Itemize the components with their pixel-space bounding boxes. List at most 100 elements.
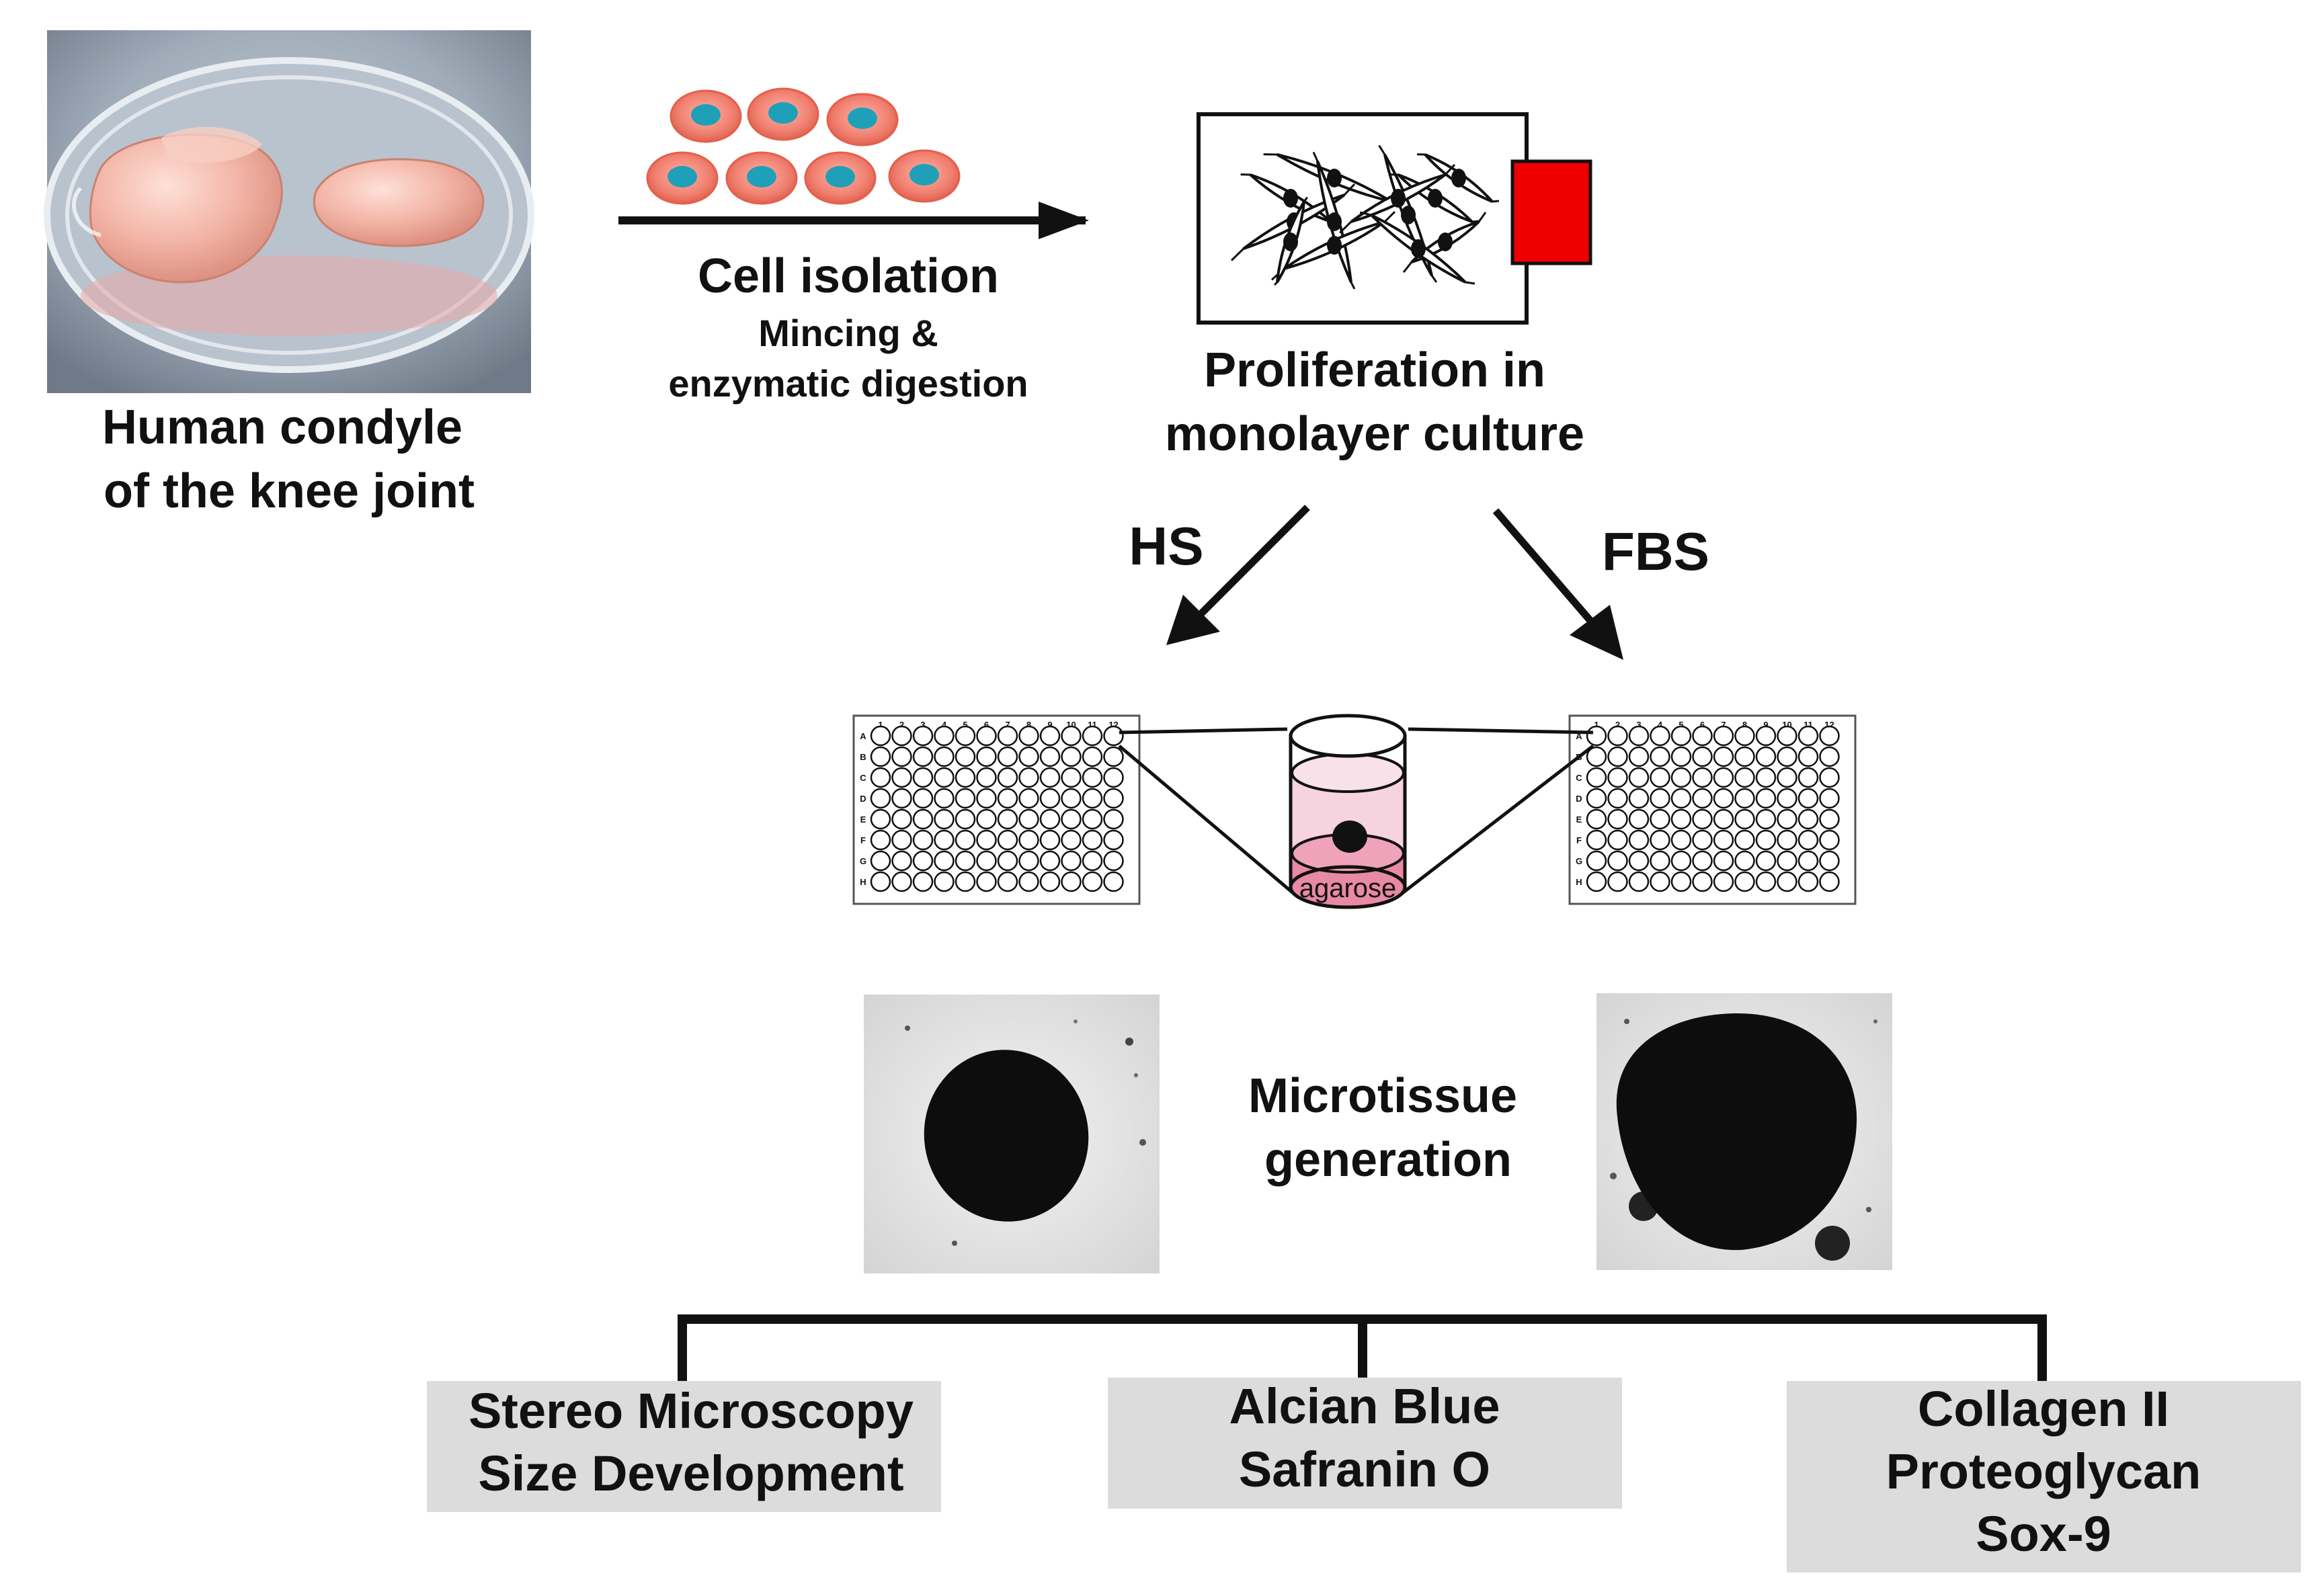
plate-well <box>977 810 996 829</box>
plate-well <box>1609 851 1627 870</box>
fbs-label: FBS <box>1602 521 1709 581</box>
plate-well <box>1104 726 1123 745</box>
plate-well <box>1062 831 1081 849</box>
cell-nucleus <box>667 166 697 187</box>
plate-well <box>935 831 954 849</box>
plate-well <box>1083 747 1102 766</box>
plate-well <box>871 851 890 870</box>
plate-well <box>998 726 1017 745</box>
plate-well <box>1693 789 1712 808</box>
plate-well <box>1693 851 1712 870</box>
plate-well <box>1609 747 1627 766</box>
plate-well <box>1104 872 1123 891</box>
zoom-line-right-bottom <box>1402 746 1593 894</box>
plate-well <box>1609 872 1627 891</box>
plate-well <box>1062 747 1081 766</box>
plate-well <box>1736 831 1754 849</box>
plate-well <box>1651 789 1670 808</box>
plate-well <box>893 872 912 891</box>
plate-well <box>914 789 932 808</box>
plate-well <box>1714 872 1733 891</box>
plate-well <box>1672 872 1691 891</box>
plate-well <box>1083 831 1102 849</box>
cell-nucleus <box>768 102 798 124</box>
plate-well <box>893 726 912 745</box>
plate-well <box>1587 726 1606 745</box>
plate-well <box>935 810 954 829</box>
plate-well <box>956 726 975 745</box>
plate-well <box>914 747 932 766</box>
plate-well <box>1778 726 1797 745</box>
plate-well <box>1587 872 1606 891</box>
plate-well <box>1693 726 1712 745</box>
isolated-cells <box>647 89 959 204</box>
plate-well <box>1104 768 1123 787</box>
plate-well <box>871 747 890 766</box>
fbs-arrow <box>1496 511 1600 632</box>
plate-well <box>1609 768 1627 787</box>
culture-caption-line2: monolayer culture <box>1165 407 1584 461</box>
plate-well <box>893 789 912 808</box>
plate-well <box>977 831 996 849</box>
isolation-subtitle-line1: Mincing & <box>758 312 938 354</box>
plate-well <box>1693 768 1712 787</box>
analysis-stereo-line1: Stereo Microscopy <box>469 1383 914 1439</box>
plate-well <box>1778 810 1797 829</box>
plate-well <box>871 789 890 808</box>
microtissue-spheroid <box>1332 821 1367 853</box>
plate-well <box>1799 872 1818 891</box>
plate-well <box>1651 768 1670 787</box>
plate-well <box>1736 747 1754 766</box>
plate-well <box>1020 872 1039 891</box>
plate-well <box>914 872 932 891</box>
plate-well <box>1587 831 1606 849</box>
photo-caption-line1: Human condyle <box>102 401 462 454</box>
plate-well <box>1020 747 1039 766</box>
plate-well <box>1020 726 1039 745</box>
plate-well <box>1041 872 1059 891</box>
plate-well <box>998 810 1017 829</box>
plate-row-label: A <box>860 731 866 741</box>
zoom-line-left-top <box>1119 729 1287 732</box>
plate-well <box>935 747 954 766</box>
plate-well <box>914 726 932 745</box>
plate-well <box>871 768 890 787</box>
plate-well <box>998 789 1017 808</box>
plate-well <box>1651 851 1670 870</box>
plate-well <box>935 872 954 891</box>
plate-well <box>1609 726 1627 745</box>
plate-well <box>1041 810 1059 829</box>
plate-well <box>1820 810 1839 829</box>
plate-row-label: D <box>1576 794 1582 804</box>
plate-well <box>1672 831 1691 849</box>
analysis-stereo-line2: Size Development <box>478 1445 903 1501</box>
plate-well <box>935 851 954 870</box>
plate-well <box>1693 872 1712 891</box>
isolated-cell <box>647 153 717 204</box>
plate-well <box>1693 831 1712 849</box>
plate-well <box>1756 810 1775 829</box>
plate-well <box>1693 810 1712 829</box>
plate-well <box>893 831 912 849</box>
microtissue-caption-line2: generation <box>1264 1133 1512 1187</box>
plate-row-label: E <box>860 814 866 825</box>
plate-well <box>1020 768 1039 787</box>
plate-well <box>1799 747 1818 766</box>
isolated-cell <box>671 91 741 142</box>
plate-well <box>956 851 975 870</box>
plate-well <box>1672 851 1691 870</box>
plate-well <box>977 726 996 745</box>
plate-well <box>1587 768 1606 787</box>
plate-well <box>1799 831 1818 849</box>
zoom-line-right-top <box>1408 729 1593 732</box>
cell-nucleus <box>848 108 877 129</box>
plate-row-label: D <box>860 794 866 804</box>
plate-well <box>1041 768 1059 787</box>
plate-well <box>1020 789 1039 808</box>
plate-well <box>1629 789 1648 808</box>
plate-well <box>914 810 932 829</box>
plate-well <box>1104 789 1123 808</box>
analysis-staining-line2: Safranin O <box>1239 1441 1490 1497</box>
plate-well <box>1609 789 1627 808</box>
plate-well <box>935 768 954 787</box>
